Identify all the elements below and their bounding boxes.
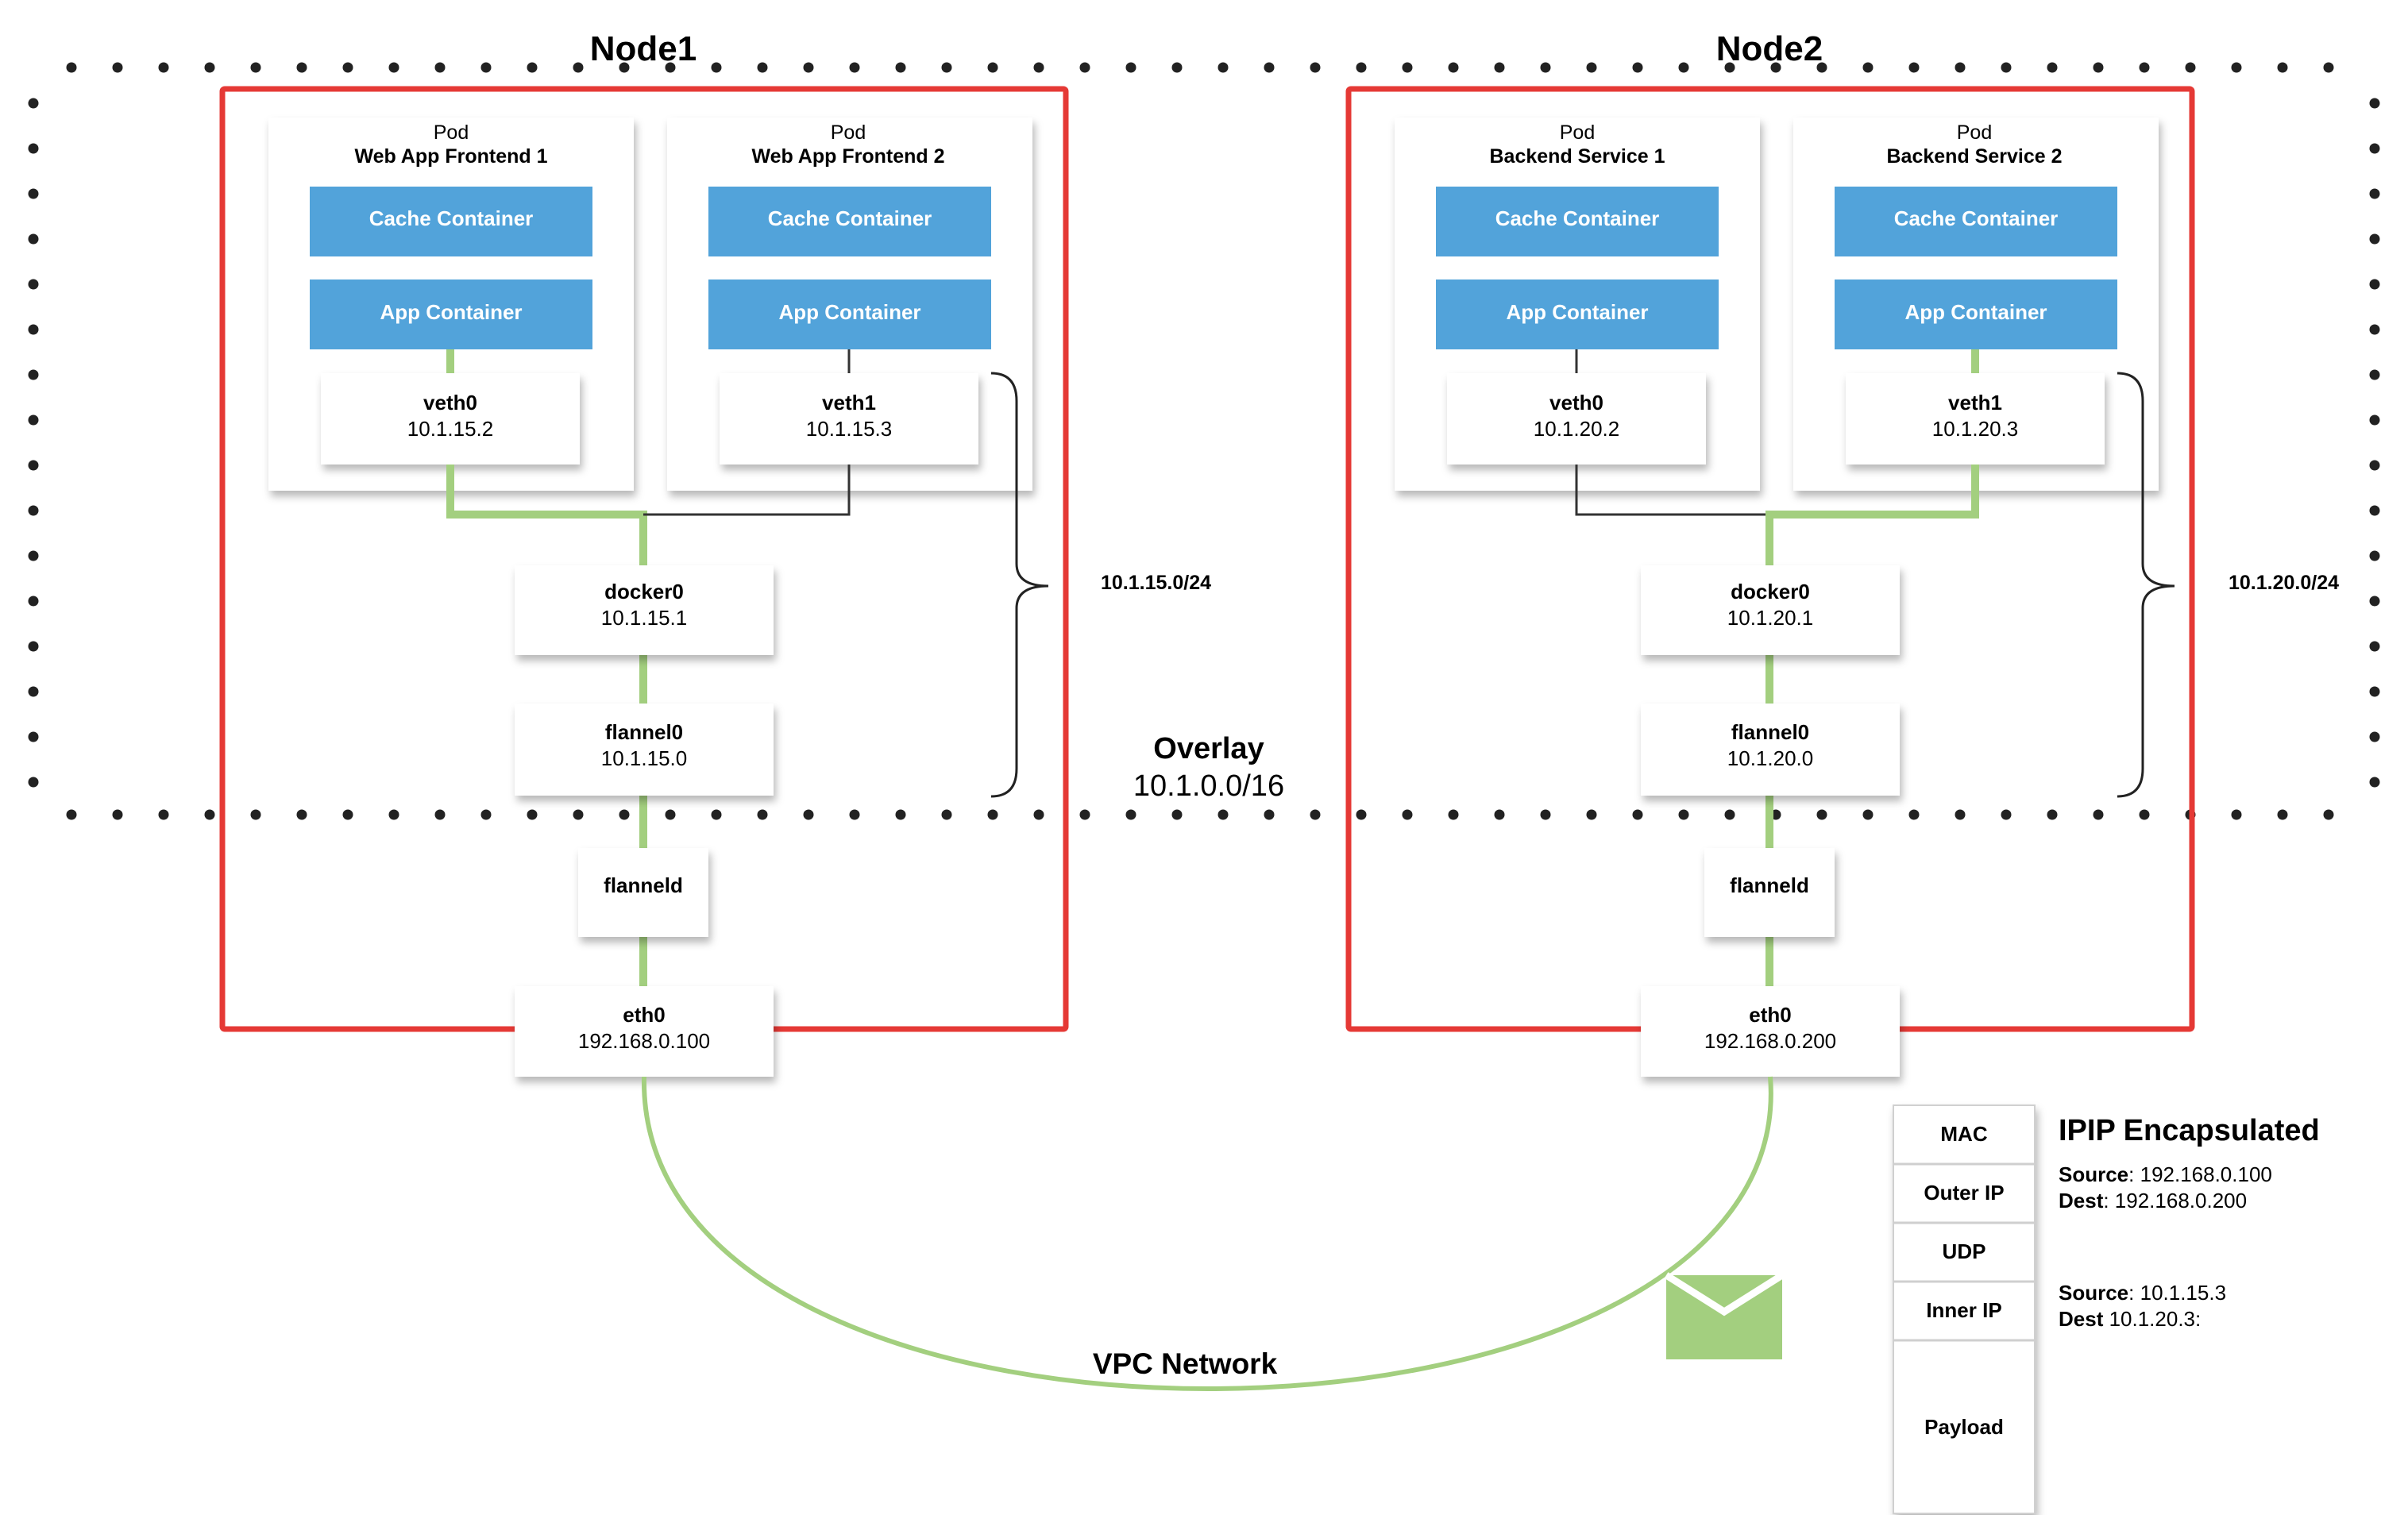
veth-ip: 10.1.20.3 <box>1932 417 2018 441</box>
veth-interface <box>1846 373 2105 465</box>
subnet-brace <box>990 372 1049 798</box>
app-container-label: App Container <box>1904 300 2047 324</box>
docker-bridge-ip: 10.1.20.1 <box>1727 606 1813 630</box>
cache-container <box>1436 187 1719 256</box>
pod-name: Backend Service 2 <box>1887 145 2063 168</box>
inner-dest: Dest 10.1.20.3: <box>2059 1307 2201 1331</box>
subnet-brace <box>2117 372 2175 798</box>
flannel-interface-name: flannel0 <box>605 720 683 744</box>
eth-interface <box>1641 986 1900 1077</box>
pod-kind: Pod <box>831 121 866 144</box>
vpc-network-link <box>641 1076 1773 1391</box>
app-container <box>708 279 991 349</box>
eth-name: eth0 <box>1749 1003 1791 1027</box>
cache-container-label: Cache Container <box>1894 206 2059 230</box>
docker-bridge <box>515 565 774 655</box>
flannel-interface-name: flannel0 <box>1731 720 1809 744</box>
docker-bridge-name: docker0 <box>604 580 684 603</box>
packet-layer-outer-ip: Outer IP <box>1924 1181 2004 1205</box>
flanneld-label: flanneld <box>604 873 683 897</box>
flanneld-daemon <box>578 848 708 937</box>
app-container-label: App Container <box>380 300 522 324</box>
pod-name: Web App Frontend 2 <box>751 145 944 168</box>
eth-ip: 192.168.0.200 <box>1704 1029 1836 1053</box>
packet-layer-inner-ip: Inner IP <box>1926 1298 2001 1322</box>
pod: Pod Web App Frontend 2 Cache Container A… <box>667 118 1032 491</box>
overlay-cidr: 10.1.0.0/16 <box>1133 769 1284 803</box>
veth-ip: 10.1.15.2 <box>407 417 493 441</box>
pod-name: Backend Service 1 <box>1490 145 1665 168</box>
subnet-label: 10.1.15.0/24 <box>1101 572 1211 594</box>
subnet-label: 10.1.20.0/24 <box>2229 572 2339 594</box>
cache-container <box>708 187 991 256</box>
veth-name: veth1 <box>822 391 876 414</box>
vpc-network-label: VPC Network <box>1093 1347 1278 1380</box>
flanneld-label: flanneld <box>1730 873 1809 897</box>
node2-links <box>1575 349 1979 986</box>
docker-bridge-ip: 10.1.15.1 <box>601 606 687 630</box>
flannel-interface-ip: 10.1.20.0 <box>1727 746 1813 770</box>
eth-name: eth0 <box>623 1003 665 1027</box>
veth-ip: 10.1.15.3 <box>806 417 892 441</box>
outer-dest: Dest: 192.168.0.200 <box>2059 1189 2247 1212</box>
pod-kind: Pod <box>1560 121 1595 144</box>
flanneld-daemon <box>1704 848 1835 937</box>
veth-name: veth0 <box>423 391 477 414</box>
envelope-icon <box>1664 1272 1785 1359</box>
node-title: Node2 <box>1716 29 1823 68</box>
packet-layer-mac: MAC <box>1940 1122 1987 1146</box>
pod: Pod Backend Service 1 Cache Container Ap… <box>1395 118 1760 491</box>
cache-container <box>310 187 592 256</box>
packet-stack: MAC Outer IP UDP Inner IP Payload <box>1893 1104 2036 1514</box>
pod-name: Web App Frontend 1 <box>354 145 547 168</box>
veth-name: veth0 <box>1549 391 1603 414</box>
node2: Node2 Pod Backend Service 1 Cache Contai… <box>1345 29 2339 1077</box>
pod-kind: Pod <box>1957 121 1992 144</box>
eth-ip: 192.168.0.100 <box>578 1029 710 1053</box>
node-title: Node1 <box>590 29 697 68</box>
cache-container-label: Cache Container <box>1495 206 1660 230</box>
cache-container <box>1835 187 2117 256</box>
app-container <box>310 279 592 349</box>
node1-links <box>446 349 851 986</box>
node1: Node1 Pod Web App Frontend 1 Cache Conta… <box>219 29 1211 1077</box>
docker-bridge <box>1641 565 1900 655</box>
veth-interface <box>321 373 580 465</box>
flannel-interface-ip: 10.1.15.0 <box>601 746 687 770</box>
flannel-interface <box>515 704 774 796</box>
cache-container-label: Cache Container <box>768 206 932 230</box>
pod: Pod Web App Frontend 1 Cache Container A… <box>268 118 634 491</box>
packet-layer-payload: Payload <box>1924 1415 2004 1439</box>
overlay-title: Overlay <box>1153 732 1264 765</box>
app-container-label: App Container <box>778 300 920 324</box>
pod-kind: Pod <box>434 121 469 144</box>
veth-ip: 10.1.20.2 <box>1534 417 1619 441</box>
inner-source: Source: 10.1.15.3 <box>2059 1281 2226 1305</box>
pod: Pod Backend Service 2 Cache Container Ap… <box>1793 118 2159 491</box>
cache-container-label: Cache Container <box>369 206 534 230</box>
veth-interface <box>720 373 978 465</box>
docker-bridge-name: docker0 <box>1731 580 1810 603</box>
veth-interface <box>1447 373 1706 465</box>
app-container <box>1436 279 1719 349</box>
veth-name: veth1 <box>1948 391 2002 414</box>
packet-layer-udp: UDP <box>1943 1239 1986 1263</box>
packet-title: IPIP Encapsulated <box>2059 1114 2320 1147</box>
app-container-label: App Container <box>1506 300 1648 324</box>
app-container <box>1835 279 2117 349</box>
outer-source: Source: 192.168.0.100 <box>2059 1162 2272 1186</box>
eth-interface <box>515 986 774 1077</box>
flannel-interface <box>1641 704 1900 796</box>
